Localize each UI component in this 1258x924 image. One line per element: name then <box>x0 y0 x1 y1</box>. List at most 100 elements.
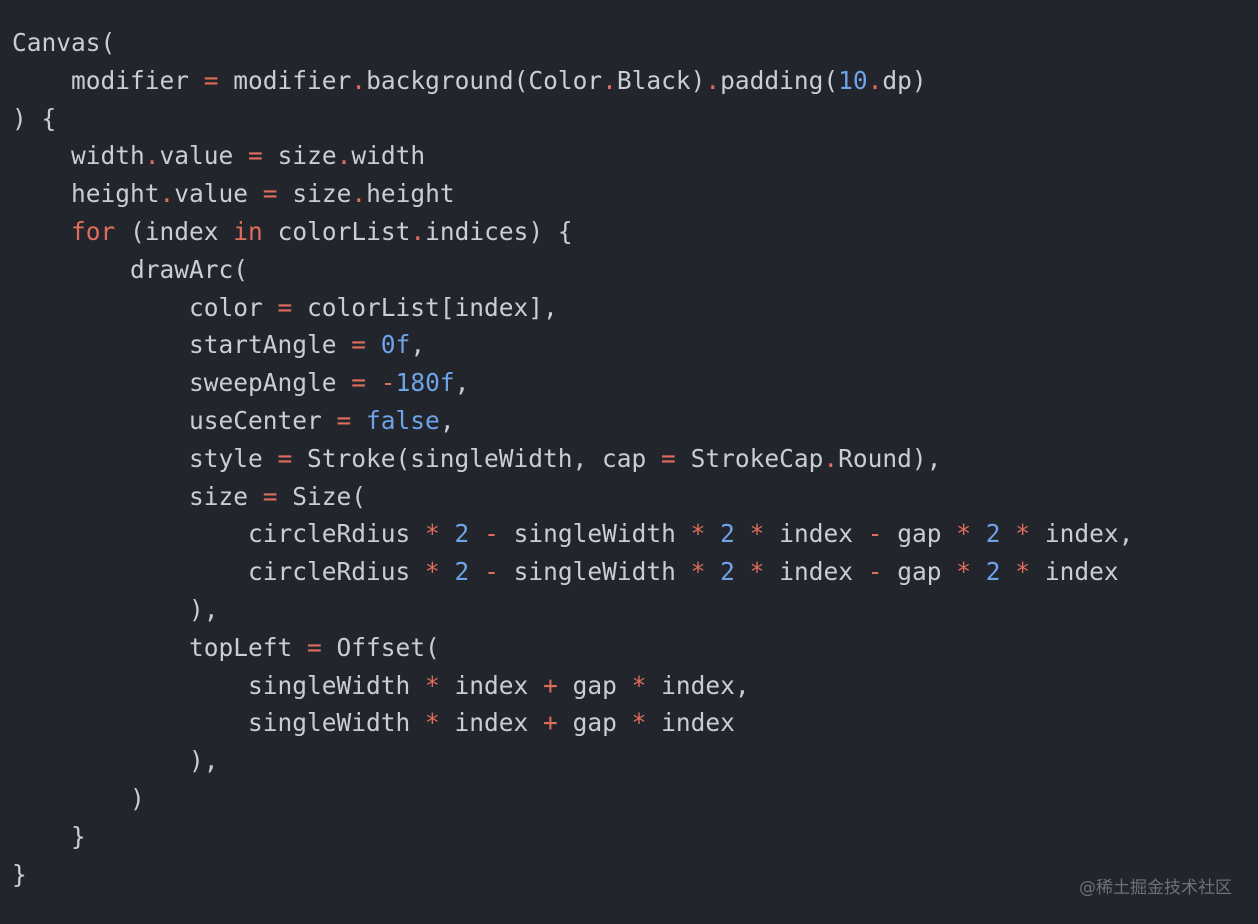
code-token: 2 <box>985 519 1001 549</box>
code-line: topLeft = Offset( <box>12 629 1133 667</box>
code-token: 10 <box>838 65 868 95</box>
code-token: ) { <box>12 103 57 133</box>
code-token: singleWidth <box>12 708 426 738</box>
code-line: height.value = size.height <box>12 175 1133 213</box>
code-token: * <box>425 519 440 549</box>
code-line: drawArc( <box>12 251 1133 289</box>
code-token: 2 <box>454 519 470 549</box>
code-token: = <box>351 330 367 360</box>
code-token <box>440 557 455 586</box>
code-token: . <box>336 141 352 171</box>
code-token: Size( <box>277 481 367 511</box>
code-token: - <box>484 519 499 549</box>
code-token: sweepAngle <box>12 368 352 398</box>
code-token: height <box>12 179 160 209</box>
code-line: singleWidth * index + gap * index <box>12 704 1133 742</box>
code-token: * <box>631 708 647 738</box>
code-token <box>469 519 484 548</box>
code-token: . <box>159 179 175 209</box>
code-token: + <box>543 708 558 738</box>
code-token <box>735 519 750 548</box>
code-token: = <box>248 141 263 171</box>
code-token: height <box>366 179 455 209</box>
code-line: style = Stroke(singleWidth, cap = Stroke… <box>12 440 1133 478</box>
code-token: = <box>277 443 293 473</box>
code-token: * <box>956 519 971 549</box>
code-token: , <box>439 405 455 435</box>
code-token: = <box>262 481 278 511</box>
code-token: size <box>277 179 352 209</box>
code-line: width.value = size.width <box>12 137 1133 175</box>
code-token: modifier <box>12 65 204 95</box>
code-token <box>705 519 720 548</box>
code-token <box>735 557 750 586</box>
code-token: indices) { <box>425 216 573 246</box>
code-token: } <box>12 821 86 851</box>
code-line: color = colorList[index], <box>12 289 1133 327</box>
code-token: index <box>439 670 544 700</box>
code-token: index <box>439 708 544 738</box>
code-token: } <box>12 859 27 889</box>
code-token: colorList <box>262 216 411 246</box>
code-token: * <box>425 708 440 738</box>
code-token: index <box>764 557 868 587</box>
code-token: color <box>12 292 278 322</box>
code-line: ) <box>12 780 1133 818</box>
code-token: singleWidth <box>12 670 426 700</box>
code-line: modifier = modifier.background(Color.Bla… <box>12 62 1133 100</box>
code-line: ), <box>12 742 1133 780</box>
code-token <box>12 217 71 246</box>
code-token: Black) <box>616 65 706 95</box>
code-token: gap <box>557 708 632 738</box>
code-token: 2 <box>985 557 1001 587</box>
code-token <box>971 519 986 548</box>
code-line: Canvas( <box>12 24 1133 62</box>
code-token: size <box>262 141 337 171</box>
code-token: - <box>867 519 883 549</box>
code-token: . <box>351 65 367 95</box>
code-token: . <box>144 141 160 171</box>
code-token: false <box>366 405 440 435</box>
code-token: singleWidth <box>498 557 691 587</box>
code-line: sweepAngle = -180f, <box>12 364 1133 402</box>
code-token: = <box>203 65 219 95</box>
code-token: colorList[index], <box>292 292 558 322</box>
code-token: circleRdius <box>12 557 426 587</box>
code-line: singleWidth * index + gap * index, <box>12 667 1133 705</box>
code-token: * <box>956 557 971 587</box>
code-token: index, <box>646 670 750 700</box>
code-token: , <box>454 368 470 398</box>
code-token: 180f <box>395 368 455 398</box>
code-token: padding( <box>720 65 839 95</box>
code-token: index <box>646 708 735 738</box>
code-line: circleRdius * 2 - singleWidth * 2 * inde… <box>12 515 1133 553</box>
code-token: index <box>764 519 868 549</box>
code-token: style <box>12 443 278 473</box>
code-line: useCenter = false, <box>12 402 1133 440</box>
code-token: in <box>233 216 263 246</box>
watermark-text: @稀土掘金技术社区 <box>1079 878 1232 898</box>
code-token: = <box>262 179 278 209</box>
code-token: * <box>425 557 440 587</box>
code-line: } <box>12 818 1133 856</box>
code-token: * <box>690 557 706 587</box>
code-token <box>1001 519 1016 548</box>
code-token: gap <box>882 519 957 549</box>
code-token: useCenter <box>12 405 337 435</box>
code-token: - <box>484 557 499 587</box>
code-token: + <box>543 670 558 700</box>
code-token: . <box>602 65 617 95</box>
code-token: gap <box>882 557 957 587</box>
code-token: . <box>823 443 839 473</box>
code-token: ), <box>12 746 219 776</box>
code-line: circleRdius * 2 - singleWidth * 2 * inde… <box>12 553 1133 591</box>
code-token: ), <box>12 594 219 624</box>
code-token: width <box>351 141 426 171</box>
code-token: * <box>631 670 647 700</box>
code-token: index <box>1030 557 1119 587</box>
code-token: - <box>867 557 883 587</box>
code-token: background(Color <box>366 65 603 95</box>
code-token: * <box>749 519 765 549</box>
code-token: = <box>351 368 367 398</box>
code-token <box>971 557 986 586</box>
